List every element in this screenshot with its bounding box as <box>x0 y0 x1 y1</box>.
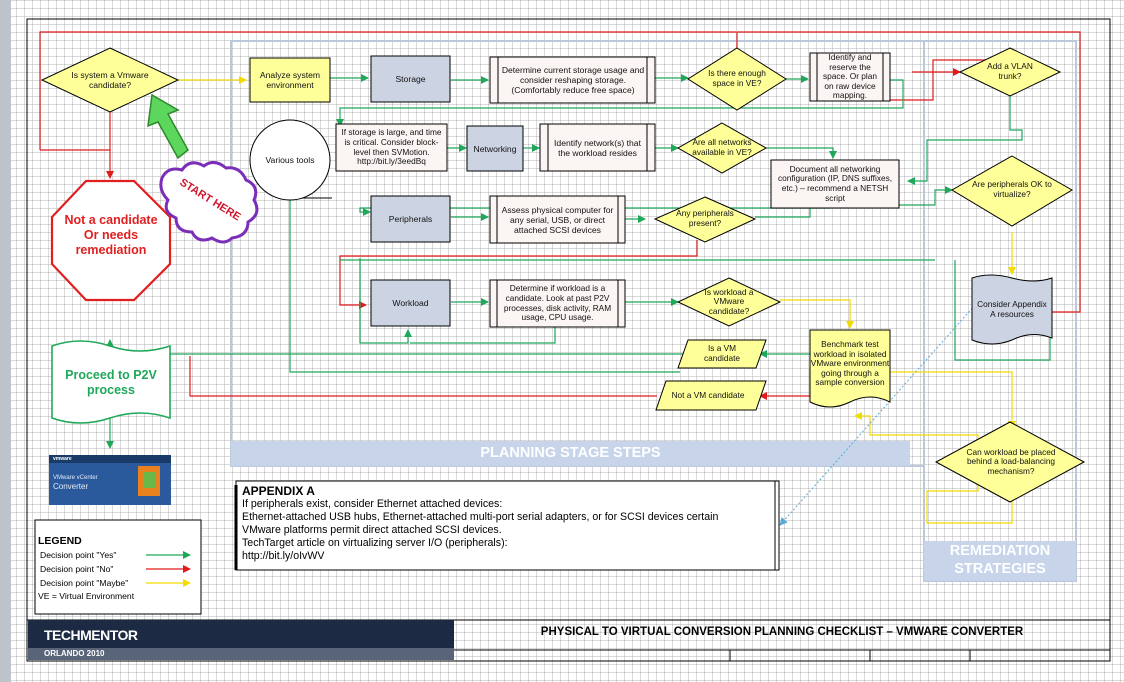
legend-title: LEGEND <box>38 535 82 547</box>
label-enough-space: Is there enough space in VE? <box>708 68 766 88</box>
planning-title: PLANNING STAGE STEPS <box>480 445 661 461</box>
decision-vmware-candidate[interactable] <box>40 47 180 113</box>
stop-line-3: remediation <box>75 243 147 257</box>
label-add-vlan: Add a VLAN trunk? <box>987 61 1033 81</box>
process-workload[interactable] <box>370 279 451 327</box>
label-reserve-space: Identify and reserve the space. Or plan … <box>823 52 877 101</box>
process-networking[interactable] <box>466 125 524 172</box>
label-storage-large: If storage is large, and time is critica… <box>341 127 442 167</box>
label-identify-networks: Identify network(s) that the workload re… <box>554 138 641 158</box>
decision-workload-candidate[interactable] <box>676 277 782 327</box>
stop-not-candidate[interactable] <box>50 179 172 302</box>
start-arrow-icon <box>147 93 189 160</box>
converter-product-line-2: Converter <box>53 482 89 491</box>
remediation-title: REMEDIATION STRATEGIES <box>924 542 1076 578</box>
process-storage-large[interactable] <box>335 123 448 172</box>
start-here-cloud <box>159 161 259 244</box>
document-benchmark[interactable] <box>809 329 891 408</box>
appendix-link[interactable]: http://bit.ly/oIvWV <box>242 550 325 562</box>
converter-product: VMware vCenter Converter <box>53 474 98 492</box>
label-all-networks: Are all networks available in VE? <box>692 137 752 157</box>
appendix-reference-line <box>779 304 976 526</box>
legend-yes: Decision point "Yes" <box>40 550 117 560</box>
label-peripherals: Peripherals <box>388 214 433 224</box>
label-benchmark: Benchmark test workload in isolated VMwa… <box>810 339 890 388</box>
stop-line-2: Or needs <box>83 228 139 242</box>
process-document-networking[interactable] <box>770 159 900 209</box>
data-not-vm-candidate[interactable] <box>655 380 767 411</box>
decision-any-peripherals[interactable] <box>653 196 757 243</box>
label-storage: Storage <box>395 74 426 84</box>
decision-enough-space[interactable] <box>687 47 787 111</box>
label-determine-workload: Determine if workload is a candidate. Lo… <box>503 283 612 323</box>
appendix-line: Ethernet-attached USB hubs, Ethernet-att… <box>242 511 719 523</box>
process-storage-usage[interactable] <box>489 56 656 104</box>
label-networking: Networking <box>473 143 517 154</box>
label-load-balancing: Can workload be placed behind a load-bal… <box>966 446 1056 476</box>
document-proceed-p2v[interactable] <box>51 340 171 424</box>
decision-shapes <box>40 47 1086 503</box>
decision-all-networks[interactable] <box>676 122 768 174</box>
label-not-vm: Not a VM candidate <box>671 389 745 400</box>
label-assess-physical: Assess physical computer for any serial,… <box>501 204 614 235</box>
process-determine-workload[interactable] <box>489 279 626 328</box>
legend-ve: VE = Virtual Environment <box>38 591 135 601</box>
legend-box <box>34 519 202 615</box>
footer-title: PHYSICAL TO VIRTUAL CONVERSION PLANNING … <box>540 626 1024 638</box>
process-reserve-space[interactable] <box>809 52 891 102</box>
label-peripherals-ok: Are peripherals OK to virtualize? <box>972 179 1052 199</box>
document-consider-appendix[interactable] <box>971 274 1053 345</box>
decision-peripherals-ok[interactable] <box>951 155 1073 227</box>
label-workload-candidate: Is workload a VMware candidate? <box>704 286 754 316</box>
process-peripherals[interactable] <box>370 195 451 243</box>
stop-text: Not a candidate Or needs remediation <box>56 213 166 258</box>
page-border <box>26 18 1111 662</box>
various-tools-circle[interactable] <box>249 119 331 201</box>
stop-line-1: Not a candidate <box>64 213 158 227</box>
appendix-title: APPENDIX A <box>242 484 315 498</box>
label-storage-usage: Determine current storage usage and cons… <box>501 65 645 95</box>
footer-brand: TECHMENTOR <box>44 627 138 643</box>
legend-no: Decision point "No" <box>40 564 114 574</box>
appendix-content: APPENDIX A If peripherals exist, conside… <box>242 484 772 563</box>
remediation-line-1: REMEDIATION <box>949 543 1051 559</box>
remediation-line-2: STRATEGIES <box>954 561 1046 577</box>
process-assess-physical[interactable] <box>489 195 626 244</box>
label-consider-appendix: Consider Appendix A resources <box>977 299 1047 319</box>
process-analyze[interactable] <box>249 57 331 103</box>
data-is-vm-candidate[interactable] <box>677 339 767 369</box>
process-storage[interactable] <box>370 55 451 103</box>
label-various-tools: Various tools <box>265 155 315 165</box>
label-workload: Workload <box>392 298 429 308</box>
label-proceed: Proceed to P2V process <box>65 368 157 397</box>
window-left-strip <box>0 0 11 682</box>
label-analyze: Analyze system environment <box>259 70 321 90</box>
planning-band <box>231 441 910 466</box>
label-document-networking: Document all networking configuration (I… <box>777 163 893 203</box>
appendix-line: VMware platforms permit direct attached … <box>242 524 502 536</box>
decision-add-vlan[interactable] <box>958 47 1062 97</box>
label-any-peripherals: Any peripherals present? <box>676 208 734 228</box>
remediation-band <box>924 541 1076 581</box>
appendix-line: If peripherals exist, consider Ethernet … <box>242 498 503 510</box>
decision-load-balancing[interactable] <box>934 421 1086 503</box>
converter-brand: vmware <box>53 456 72 462</box>
appendix-box <box>235 480 780 571</box>
label-is-vm: Is a VM candidate <box>704 343 740 363</box>
maybe-connectors <box>178 76 1016 524</box>
process-identify-networks[interactable] <box>539 123 656 172</box>
converter-product-line-1: VMware vCenter <box>53 475 98 481</box>
footer-event: ORLANDO 2010 <box>44 649 105 658</box>
appendix-line: TechTarget article on virtualizing serve… <box>242 537 508 549</box>
label-vmware-candidate: Is system a Vmware candidate? <box>71 70 149 90</box>
legend-maybe: Decision point "Maybe" <box>40 578 129 588</box>
